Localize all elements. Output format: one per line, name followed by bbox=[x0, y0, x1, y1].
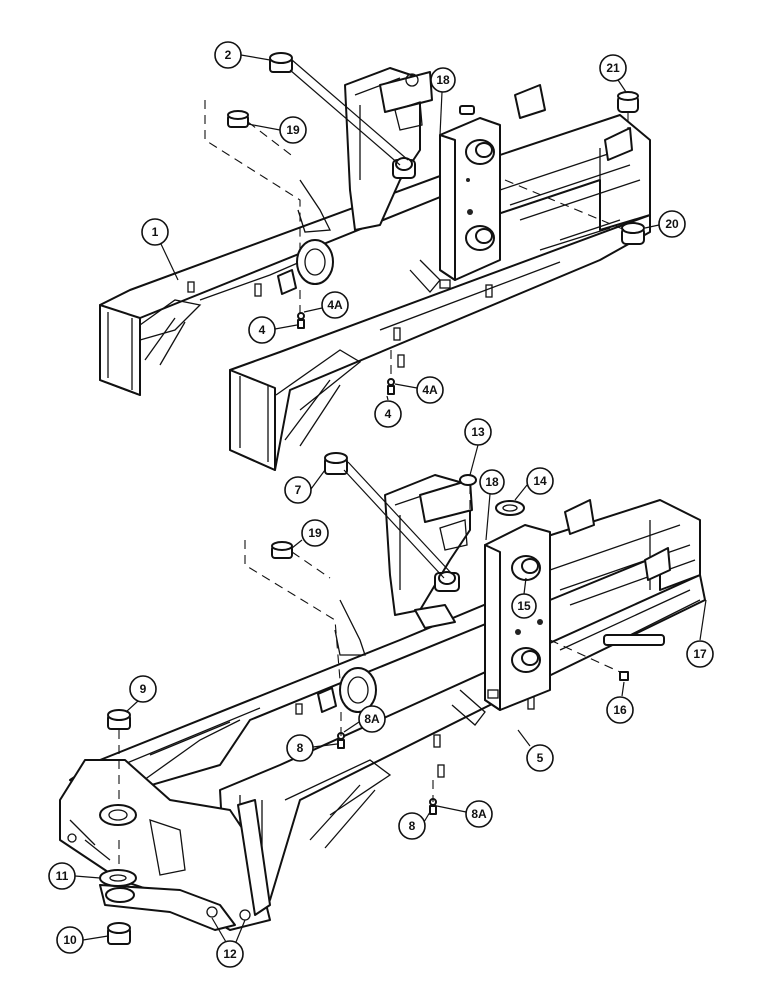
callout-14: 14 bbox=[514, 467, 554, 501]
callout-19-upper-label: 19 bbox=[286, 123, 300, 137]
upper-hardware bbox=[204, 52, 645, 395]
callout-20-label: 20 bbox=[665, 217, 679, 231]
lower-frame-assembly bbox=[59, 452, 706, 945]
lower-hardware bbox=[99, 452, 629, 945]
callout-17-label: 17 bbox=[693, 647, 707, 661]
callouts: 2 19 18 21 20 1 4A bbox=[48, 41, 714, 968]
callout-18-lower: 18 bbox=[479, 469, 505, 541]
callout-8-lower-b-label: 8 bbox=[409, 819, 416, 833]
callout-18-upper: 18 bbox=[430, 67, 456, 136]
callout-4A-upper-a: 4A bbox=[303, 291, 349, 319]
callout-21: 21 bbox=[599, 54, 627, 93]
callout-16-label: 16 bbox=[613, 703, 627, 717]
lower-right-tower bbox=[451, 524, 551, 726]
callout-1-label: 1 bbox=[152, 225, 159, 239]
callout-15-label: 15 bbox=[517, 599, 531, 613]
callout-4-upper-b-label: 4 bbox=[385, 407, 392, 421]
callout-18-upper-label: 18 bbox=[436, 73, 450, 87]
callout-4-upper-b: 4 bbox=[374, 395, 402, 428]
callout-9: 9 bbox=[125, 675, 157, 713]
lower-front-yoke bbox=[59, 759, 271, 931]
callout-18-lower-label: 18 bbox=[485, 475, 499, 489]
callout-2-label: 2 bbox=[225, 48, 232, 62]
upper-left-rail bbox=[99, 164, 471, 396]
lower-rear-crossmembers bbox=[519, 499, 701, 646]
callout-11: 11 bbox=[48, 862, 101, 890]
upper-pivot-plate bbox=[254, 239, 334, 297]
callout-8-lower-a: 8 bbox=[286, 734, 338, 762]
upper-right-rail bbox=[229, 214, 651, 471]
upper-frame-assembly bbox=[99, 52, 651, 471]
callout-17: 17 bbox=[686, 599, 714, 668]
callout-4A-upper-a-label: 4A bbox=[327, 298, 343, 312]
callout-8A-lower-a-label: 8A bbox=[364, 712, 380, 726]
callout-9-label: 9 bbox=[140, 682, 147, 696]
callout-19-upper: 19 bbox=[247, 116, 307, 144]
upper-rear-crossmembers bbox=[469, 84, 651, 251]
callout-8A-lower-a: 8A bbox=[343, 705, 386, 733]
callout-8A-lower-b-label: 8A bbox=[471, 807, 487, 821]
callout-2: 2 bbox=[214, 41, 271, 69]
callout-5: 5 bbox=[517, 729, 554, 772]
callout-11-label: 11 bbox=[56, 869, 69, 883]
callout-16: 16 bbox=[606, 681, 634, 724]
upper-left-tower bbox=[297, 67, 433, 233]
callout-19-lower: 19 bbox=[291, 519, 329, 549]
callout-13-label: 13 bbox=[471, 425, 485, 439]
callout-4-upper-a-label: 4 bbox=[259, 323, 266, 337]
callout-14-label: 14 bbox=[533, 474, 547, 488]
callout-5-label: 5 bbox=[537, 751, 544, 765]
callout-8-lower-a-label: 8 bbox=[297, 741, 304, 755]
callout-15: 15 bbox=[511, 577, 537, 619]
callout-12-label: 12 bbox=[223, 947, 237, 961]
callout-12: 12 bbox=[211, 917, 246, 968]
callout-13: 13 bbox=[464, 418, 492, 476]
callout-10: 10 bbox=[56, 926, 109, 954]
callout-4A-upper-b-label: 4A bbox=[422, 383, 438, 397]
callout-4-upper-a: 4 bbox=[248, 316, 298, 344]
lower-pivot-plate bbox=[317, 667, 377, 713]
callout-8-lower-b: 8 bbox=[398, 811, 431, 840]
callout-20: 20 bbox=[644, 210, 686, 238]
callout-10-label: 10 bbox=[63, 933, 77, 947]
callout-7: 7 bbox=[284, 469, 326, 504]
callout-7-label: 7 bbox=[295, 483, 302, 497]
lower-left-tower bbox=[334, 474, 473, 656]
callout-8A-lower-b: 8A bbox=[436, 800, 493, 828]
callout-4A-upper-b: 4A bbox=[394, 376, 444, 404]
callout-1: 1 bbox=[141, 218, 179, 281]
callout-21-label: 21 bbox=[606, 61, 620, 75]
upper-right-tower bbox=[409, 117, 501, 293]
callout-19-lower-label: 19 bbox=[308, 526, 322, 540]
